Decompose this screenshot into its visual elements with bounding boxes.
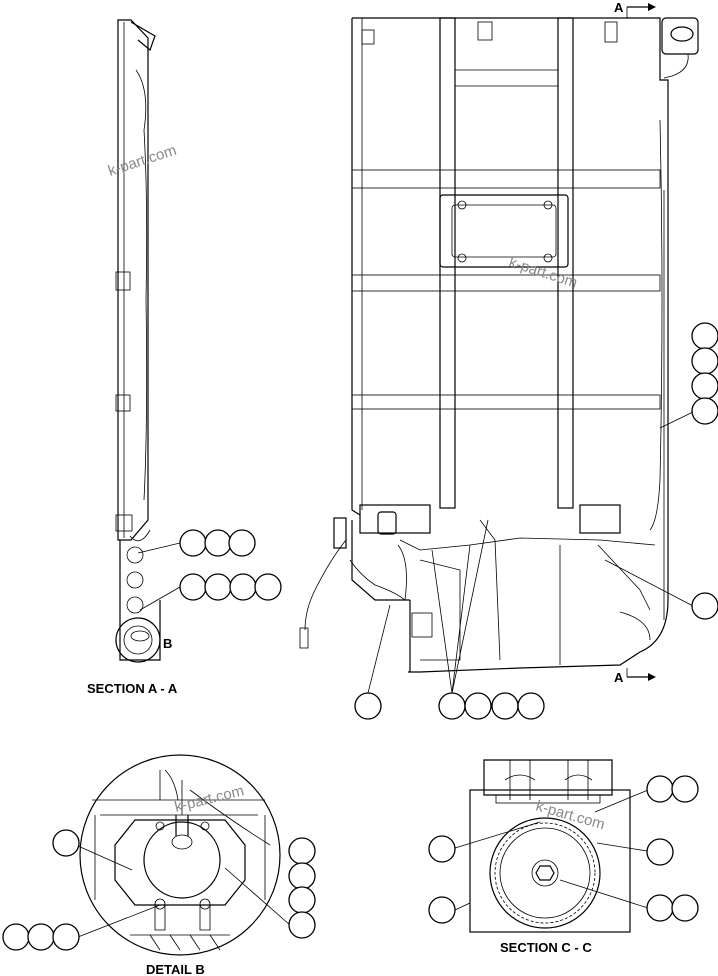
callout-bubble: [288, 862, 316, 890]
callout-group-section-c-bottom-right: [559, 879, 699, 922]
section-arrow-top: A: [614, 0, 656, 18]
watermark-text: k-part.com: [173, 782, 246, 816]
detail-b-label: DETAIL B: [146, 962, 205, 976]
callout-bubble: [228, 529, 256, 557]
callout-bubble: [691, 322, 718, 350]
callout-bubble: [646, 894, 674, 922]
callout-section-c-right: [596, 838, 674, 866]
callout-section-c-left: [428, 821, 541, 863]
callout-bubble: [646, 775, 674, 803]
callout-section-c-bottom-left: [428, 896, 471, 924]
callout-bubble: [464, 692, 492, 720]
callout-group-main-right: [659, 322, 718, 429]
callout-bubble: [2, 923, 30, 951]
section-c-c-label: SECTION C - C: [500, 940, 592, 955]
callout-bubble: [428, 835, 456, 863]
arrow-label-top: A: [614, 0, 624, 15]
callout-bubble: [179, 529, 207, 557]
callout-bubble: [254, 573, 282, 601]
callout-bubble: [691, 347, 718, 375]
callout-group-main-bottom: [431, 519, 545, 720]
callout-bubble: [52, 923, 80, 951]
callout-bubble: [646, 838, 674, 866]
callout-bubble: [691, 592, 718, 620]
callout-bubble: [27, 923, 55, 951]
callout-bubble: [204, 529, 232, 557]
callout-group-detail-b-right: [224, 837, 316, 939]
callout-bubble: [438, 692, 466, 720]
callout-bubble: [691, 397, 718, 425]
callout-bubble: [428, 896, 456, 924]
callout-detail-b-left: [52, 829, 133, 871]
callout-bubble: [288, 911, 316, 939]
callout-bubble: [517, 692, 545, 720]
section-c-c-view: [469, 759, 631, 933]
section-arrow-bottom: A: [614, 668, 656, 685]
section-a-a-view: B: [115, 19, 172, 663]
callout-bubble: [229, 573, 257, 601]
callout-bubble: [288, 886, 316, 914]
detail-b-view: [79, 754, 281, 956]
callout-group-section-c-top-right: [594, 775, 699, 813]
callout-group-left-top: [137, 529, 256, 557]
callout-bubble: [179, 573, 207, 601]
main-frame-view: [299, 17, 699, 673]
callout-bubble: [691, 372, 718, 400]
callout-bubble: [354, 692, 382, 720]
callout-bubble: [491, 692, 519, 720]
section-a-a-label: SECTION A - A: [87, 681, 178, 696]
arrow-label-bottom: A: [614, 670, 624, 685]
callout-bubble: [671, 775, 699, 803]
callout-main-bottom-left: [354, 604, 391, 720]
watermark-text: k-part.com: [106, 142, 179, 180]
detail-b-marker: B: [163, 636, 172, 651]
callout-bubble: [671, 894, 699, 922]
callout-group-detail-b-bottom: [2, 904, 161, 951]
callout-main-right-lower: [604, 559, 718, 620]
callout-group-left-bottom: [139, 573, 282, 611]
callout-bubble: [52, 829, 80, 857]
callout-bubble: [288, 837, 316, 865]
callout-bubble: [204, 573, 232, 601]
